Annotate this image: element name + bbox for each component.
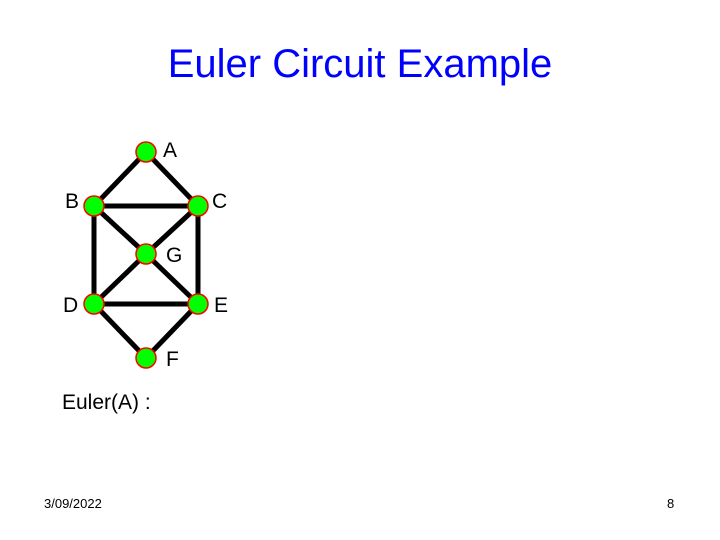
edge-A-B	[92, 150, 148, 208]
edge-G-D	[92, 252, 148, 306]
node-C	[187, 195, 209, 217]
page-number: 8	[667, 496, 675, 511]
node-label-F: F	[166, 348, 179, 371]
edge-D-F	[92, 302, 148, 360]
node-label-G: G	[166, 244, 182, 267]
edge-A-C	[144, 150, 200, 208]
slide-title: Euler Circuit Example	[167, 42, 553, 86]
euler-label: Euler(A) :	[62, 391, 151, 414]
node-label-A: A	[163, 139, 177, 162]
node-D	[83, 293, 105, 315]
node-F	[135, 347, 157, 369]
edge-C-G	[144, 204, 200, 256]
edge-B-G	[92, 204, 148, 256]
node-label-D: D	[63, 294, 78, 317]
node-B	[83, 195, 105, 217]
node-label-E: E	[214, 294, 228, 317]
edge-G-E	[144, 252, 200, 306]
slide-date: 3/09/2022	[44, 496, 102, 511]
node-label-B: B	[65, 190, 79, 213]
node-A	[135, 141, 157, 163]
edge-E-F	[144, 302, 200, 360]
node-label-C: C	[212, 190, 227, 213]
node-G	[135, 243, 157, 265]
node-E	[187, 293, 209, 315]
